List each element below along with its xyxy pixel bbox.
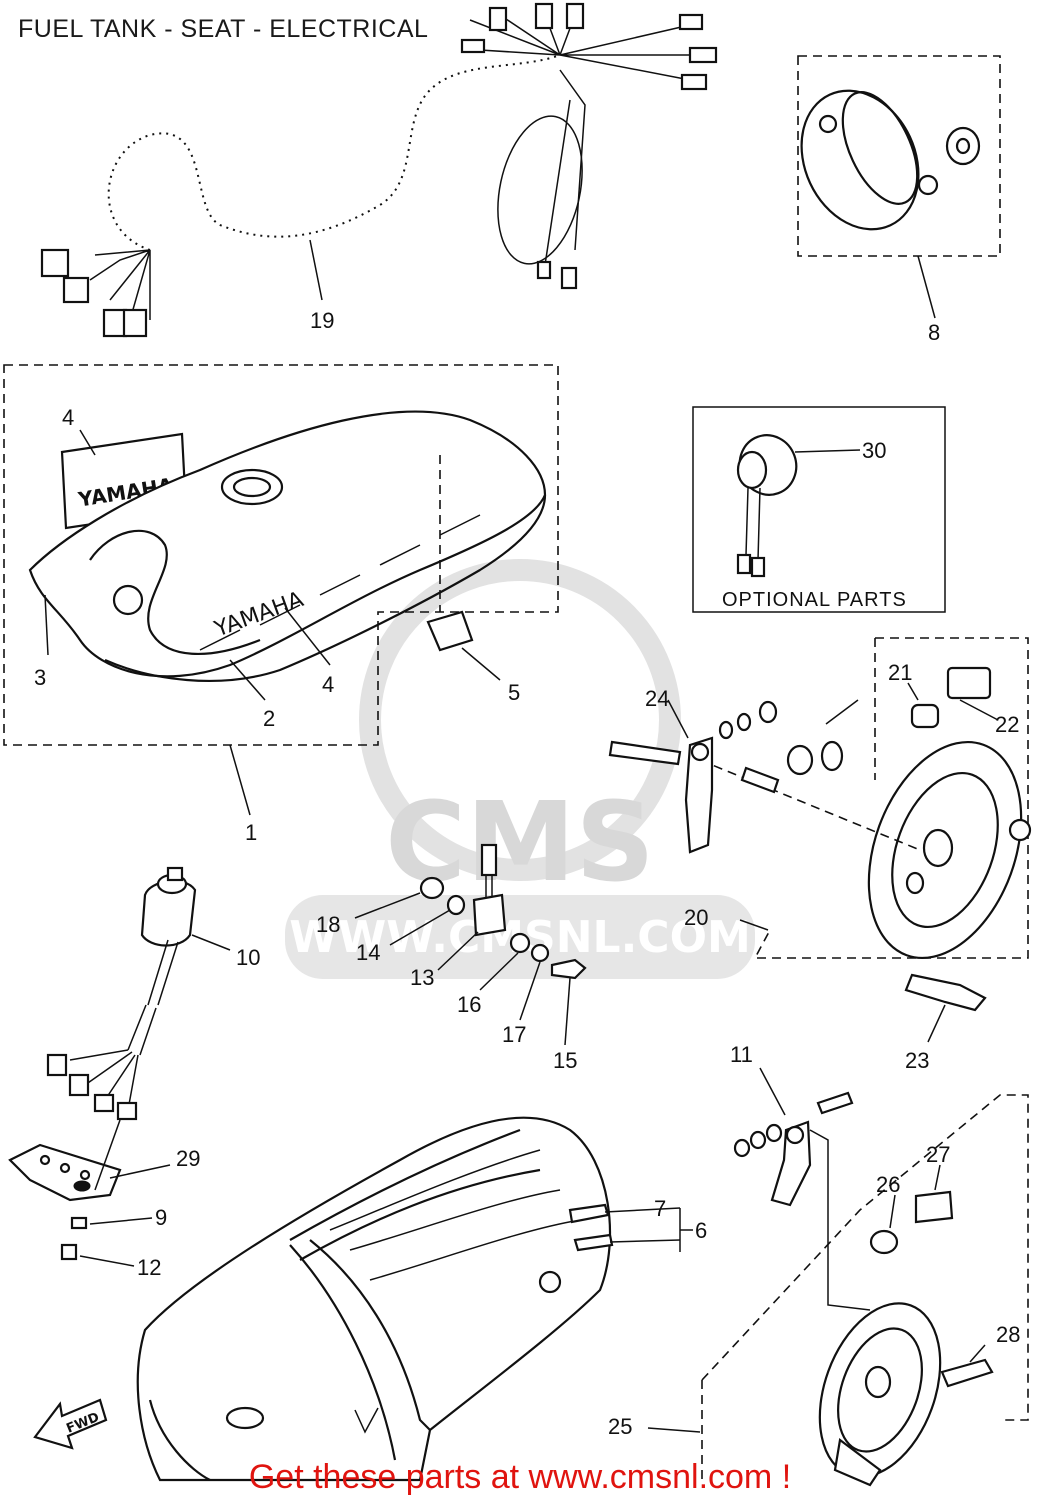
callout-18: 18 [316,912,340,937]
callout-10: 10 [236,945,260,970]
callout-26: 26 [876,1172,900,1197]
page-title: FUEL TANK - SEAT - ELECTRICAL [18,15,428,43]
callout-22: 22 [995,712,1019,737]
callout-30: 30 [862,438,886,463]
headlight-group [797,55,1001,319]
rear-brake-group [647,1067,1029,1487]
callout-20: 20 [684,905,708,930]
callout-14: 14 [356,940,380,965]
callout-17: 17 [502,1022,526,1047]
callout-6: 6 [695,1218,707,1243]
callout-16: 16 [457,992,481,1017]
callout-21: 21 [888,660,912,685]
callout-24: 24 [645,686,669,711]
wire-harness [40,2,718,338]
callout-8: 8 [928,320,940,345]
callout-12: 9 [155,1205,167,1230]
callout-5: 5 [508,680,520,705]
optional-parts-label: OPTIONAL PARTS [722,589,907,611]
callout-11: 12 [137,1255,161,1280]
callout-23: 23 [905,1048,929,1073]
callout-4-emblem: 4 [322,672,334,697]
callout-7: 7 [654,1196,666,1221]
fwd-arrow: FWD [33,1398,108,1450]
callout-28: 28 [996,1322,1020,1347]
bracket-group [8,1119,171,1267]
callout-29: 11 [730,1042,753,1067]
callout-13: 13 [410,965,434,990]
callout-9: 29 [176,1146,200,1171]
footer-link[interactable]: Get these parts at www.cmsnl.com ! [249,1458,791,1496]
callout-2: 2 [263,706,275,731]
callout-19: 19 [310,308,334,333]
optional-parts-box: OPTIONAL PARTS [692,406,946,613]
fuel-tank-group: YAMAHA YAMAHA [3,364,559,816]
callout-1: 1 [245,820,257,845]
callout-27: 27 [926,1142,950,1167]
callout-4-decal: 4 [62,405,74,430]
switch-group [354,843,587,1046]
callout-15: 15 [553,1048,577,1073]
callout-25: 25 [608,1414,632,1439]
callout-3: 3 [34,665,46,690]
ignition-switch-group [46,866,231,1121]
seat-group [136,1116,693,1482]
front-brake-group [608,637,1032,1043]
